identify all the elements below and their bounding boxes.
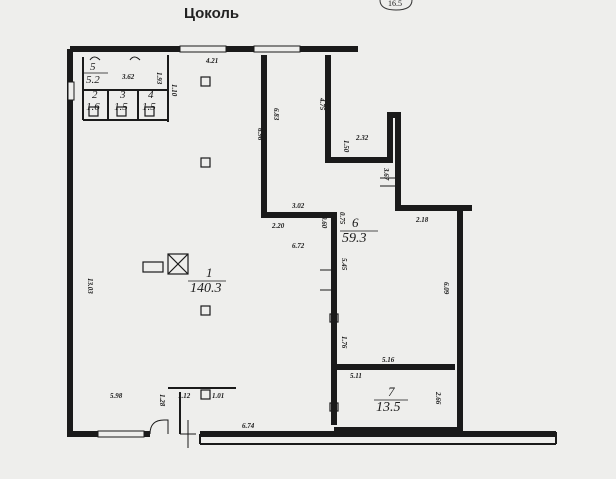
dim-label: 6.74	[242, 422, 255, 430]
dim-label: 1.10	[170, 84, 178, 97]
dim-label: 2.20	[271, 222, 285, 230]
dim-label: 4.75	[318, 97, 326, 111]
dim-label: 3.62	[121, 73, 135, 81]
dim-label: 6.09	[442, 282, 450, 295]
room-3-area: 1.5	[114, 101, 128, 113]
doors	[89, 56, 400, 448]
room-5-area: 5.2	[86, 74, 100, 86]
dim-label: 1.28	[158, 394, 166, 407]
dim-label: 6.96	[256, 128, 264, 141]
dim-label: 1.12	[178, 392, 191, 400]
room-4-number: 4	[148, 89, 154, 101]
dim-label: 5.11	[350, 372, 362, 380]
level-badge: 16.5	[379, 0, 413, 11]
dim-label: 1.01	[212, 392, 224, 400]
dim-label: 3.67	[382, 167, 390, 181]
dim-label: 6.72	[292, 242, 305, 250]
dim-label: 13.03	[86, 278, 94, 294]
room-6-number: 6	[352, 215, 359, 230]
dim-label: 1.93	[155, 72, 163, 85]
room-2-area: 1.6	[86, 101, 100, 113]
dim-label: 3.02	[291, 202, 305, 210]
room-4-area: 1.5	[142, 101, 156, 113]
dim-label: 1.76	[340, 336, 348, 349]
room-3-number: 3	[119, 89, 126, 101]
room-6-area: 59.3	[342, 231, 367, 246]
room-7-number: 7	[388, 384, 395, 399]
thin-walls	[82, 55, 557, 445]
dim-label: 2.18	[415, 216, 429, 224]
room-1-number: 1	[206, 265, 213, 280]
plan-title: Цоколь	[184, 5, 239, 22]
room-7-area: 13.5	[376, 400, 401, 415]
room-5-number: 5	[90, 61, 96, 73]
dim-label: 6.83	[272, 108, 280, 121]
dim-label: 0.60	[320, 216, 328, 229]
dimension-labels: 4.21 3.62 1.93 1.10 6.96 6.83 4.75 1.50 …	[86, 57, 450, 430]
columns	[88, 76, 339, 412]
dim-label: 5.98	[110, 392, 123, 400]
dim-label: 2.66	[434, 391, 442, 405]
dim-label: 5.16	[382, 356, 395, 364]
dim-label: 5.45	[340, 258, 348, 271]
dim-label: 0.75	[338, 212, 346, 225]
dim-label: 1.50	[342, 140, 350, 153]
windows	[67, 45, 301, 438]
room-2-number: 2	[92, 89, 98, 101]
level-badge-text: 16.5	[388, 0, 402, 8]
room-1-area: 140.3	[190, 281, 222, 296]
dim-label: 2.32	[355, 134, 369, 142]
dim-label: 4.21	[205, 57, 218, 65]
